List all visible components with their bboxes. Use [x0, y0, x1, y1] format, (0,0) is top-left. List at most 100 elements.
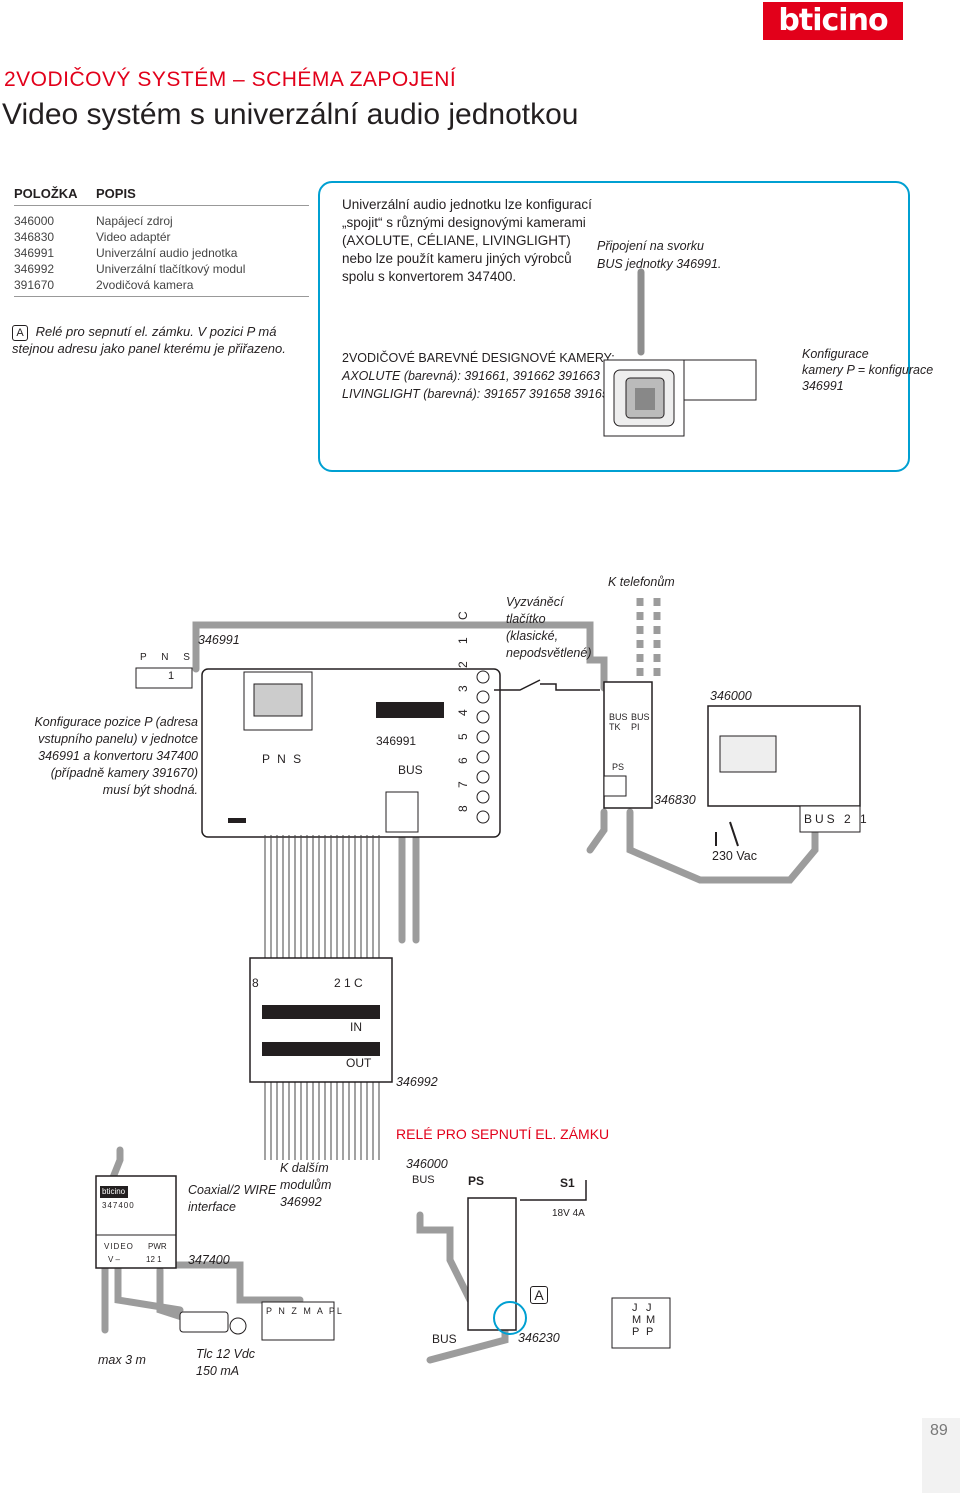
unit-model: 346991 [376, 734, 417, 748]
relay-ps: PS [468, 1174, 485, 1188]
adapter-346830 [603, 681, 653, 809]
table-row: 346830 Video adaptér [14, 229, 309, 245]
next-modules-label: K dalším modulům 346992 [280, 1160, 331, 1211]
pns-dip-block [135, 667, 193, 689]
relay-bus-2: BUS [432, 1332, 457, 1346]
unit-pns: P N S [262, 752, 304, 766]
relay-jmp-1: J M P [632, 1302, 642, 1338]
note-a: A Relé pro sepnutí el. zámku. V pozici P… [12, 324, 312, 357]
table-row: 346991 Univerzální audio jednotka [14, 245, 309, 261]
col-header-item: POLOŽKA [14, 186, 96, 206]
coaxial-line: Coaxial/2 WIRE [188, 1183, 277, 1197]
config-note-line: (případně kamery 391670) [50, 766, 198, 780]
pns-terminal-labels: P N S [140, 652, 196, 663]
converter-brand: bticino [102, 1187, 126, 1196]
converter-347400 [95, 1175, 177, 1269]
item-desc: Univerzální audio jednotka [96, 246, 238, 260]
pns-terminal-value: 1 [168, 670, 175, 682]
cam-terminal-block [683, 359, 757, 401]
relay-a-badge: A [530, 1286, 548, 1304]
unit-bus: BUS [398, 763, 423, 777]
psu-346000 [707, 705, 861, 833]
label-346830: 346830 [654, 793, 696, 807]
cam-config-1: Konfigurace [802, 347, 869, 361]
table-row: 346000 Napájecí zdroj [14, 206, 309, 230]
item-desc: Napájecí zdroj [96, 214, 173, 228]
cameras-axolute: AXOLUTE (barevná): 391661, 391662 391663 [342, 369, 600, 383]
config-note-line: Konfigurace pozice P (adresa [34, 715, 198, 729]
item-desc: Video adaptér [96, 230, 171, 244]
unit-346991 [201, 668, 501, 838]
label-346991: 346991 [198, 633, 240, 647]
converter-12: 12 1 [146, 1255, 162, 1264]
coaxial-line: interface [188, 1200, 236, 1214]
max-distance: max 3 m [98, 1353, 146, 1367]
col-header-desc: POPIS [96, 186, 309, 206]
config-note-line: vstupního panelu) v jednotce [38, 732, 198, 746]
config-note-line: 346991 a konvertoru 347400 [38, 749, 198, 763]
connection-note-2: BUS jednotky 346991. [597, 257, 722, 271]
relay-jmp-block [611, 1297, 671, 1349]
converter-model: 347400 [102, 1201, 135, 1210]
cameras-livinglight: LIVINGLIGHT (barevná): 391657 391658 391… [342, 387, 616, 401]
call-button-label: Vyzváněcí tlačítko (klasické, nepodsvětl… [506, 594, 591, 662]
adapter-ps: PS [612, 762, 625, 772]
lock-wire [520, 1180, 587, 1201]
item-code: 346992 [14, 262, 55, 276]
conv-dip-block [261, 1301, 335, 1341]
item-desc: 2vodičová kamera [96, 277, 309, 297]
next-modules-line: modulům [280, 1178, 332, 1192]
mains-wires [715, 821, 739, 847]
call-button-line: Vyzváněcí [506, 595, 564, 609]
call-button-line: (klasické, [506, 629, 559, 643]
bticino-logo: bticino [763, 2, 903, 40]
converter-video: VIDEO [104, 1242, 134, 1251]
label-346000: 346000 [710, 689, 752, 703]
module-out: OUT [346, 1056, 372, 1070]
cam-config-2: kamery P = konfigurace [802, 363, 934, 377]
parts-table: POLOŽKA POPIS 346000 Napájecí zdroj 34683… [14, 186, 309, 297]
ribbon-cable [264, 835, 380, 1160]
note-a-text: Relé pro sepnutí el. zámku. V pozici P m… [12, 324, 286, 356]
item-desc: Univerzální tlačítkový modul [96, 262, 246, 276]
conv-terminals: P N Z M A PL [266, 1306, 344, 1316]
page-number: 89 [930, 1422, 948, 1439]
item-code: 391670 [14, 277, 96, 297]
call-button-line: tlačítko [506, 612, 546, 626]
relay-lock-rating: 18V 4A [552, 1208, 585, 1219]
item-code: 346991 [14, 246, 55, 260]
tlc-line: Tlc 12 Vdc [196, 1347, 256, 1361]
adapter-bus-pi: BUS PI [631, 712, 650, 732]
relay-jmp-2: J M P [646, 1302, 656, 1338]
section-supertitle: 2VODIČOVÝ SYSTÉM – SCHÉMA ZAPOJENÍ [4, 68, 457, 91]
item-code: 346000 [14, 214, 55, 228]
unit-terminal-screws [476, 670, 490, 824]
relay-346230 [467, 1197, 527, 1335]
config-note-line: musí být shodná. [102, 783, 198, 797]
relay-346000: 346000 [406, 1157, 448, 1171]
call-button-line: nepodsvětlené) [506, 646, 592, 660]
module-term-8: 8 [252, 976, 259, 990]
psu-terminals: BUS 2 1 [804, 812, 870, 826]
phone-cables [636, 598, 661, 682]
tlc-line: 150 mA [196, 1364, 240, 1378]
item-code: 346830 [14, 230, 55, 244]
adapter-bus-tk: BUS TK [609, 712, 628, 732]
next-modules-line: K dalším [280, 1161, 329, 1175]
relay-s1: S1 [560, 1176, 575, 1190]
table-row: 346992 Univerzální tlačítkový modul [14, 261, 309, 277]
converter-v: V – [108, 1255, 121, 1264]
converter-pwr: PWR [148, 1242, 167, 1251]
config-note: Konfigurace pozice P (adresa vstupního p… [30, 714, 198, 799]
call-button-switch [494, 679, 600, 691]
tlc-label: Tlc 12 Vdc 150 mA [196, 1346, 255, 1380]
analog-camera [179, 1311, 247, 1335]
cameras-heading: 2VODIČOVÉ BAREVNÉ DESIGNOVÉ KAMERY: [342, 351, 615, 365]
relay-bus: BUS [412, 1174, 435, 1186]
module-in: IN [350, 1020, 362, 1034]
module-346992 [249, 957, 393, 1083]
label-346992: 346992 [396, 1075, 438, 1089]
info-text: Univerzální audio jednotku lze konfigura… [342, 197, 592, 284]
unit-terminals: 8 7 6 5 4 3 2 1 C [456, 604, 470, 812]
